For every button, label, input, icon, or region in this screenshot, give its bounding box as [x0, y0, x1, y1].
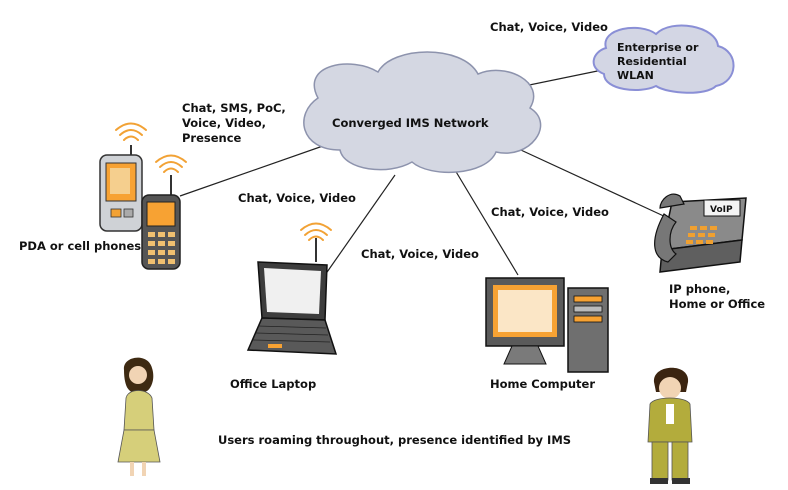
laptop-label: Office Laptop	[230, 377, 317, 391]
cellphone-signal-icon	[155, 154, 187, 173]
ip-phone-label: IP phone, Home or Office	[669, 282, 766, 311]
laptop-link-services-lower: Chat, Voice, Video	[361, 247, 479, 261]
wlan-cloud	[592, 24, 735, 94]
computer-icon	[485, 277, 609, 373]
ip-phone-icon: VoIP	[654, 193, 747, 273]
link-cloud-phones	[179, 139, 341, 197]
ip-phone-screen-label: VoIP	[710, 205, 733, 215]
person-right-icon	[647, 367, 693, 484]
ims-network-cloud	[303, 51, 542, 174]
computer-link-services: Chat, Voice, Video	[491, 205, 609, 219]
pda-signal-icon	[115, 122, 147, 141]
laptop-link-services-upper: Chat, Voice, Video	[238, 191, 356, 205]
wlan-link-services: Chat, Voice, Video	[490, 20, 608, 34]
phone-link-services: Chat, SMS, PoC, Voice, Video, Presence	[182, 101, 286, 145]
link-cloud-computer	[454, 169, 519, 276]
laptop-signal-icon	[300, 222, 332, 241]
computer-label: Home Computer	[490, 377, 596, 391]
cellphone-icon	[141, 175, 181, 270]
wlan-label: Enterprise or Residential WLAN	[617, 41, 699, 82]
laptop-icon	[246, 238, 338, 355]
person-left-icon	[117, 357, 161, 476]
pda-icon	[99, 145, 143, 232]
phones-label: PDA or cell phones	[19, 239, 142, 253]
link-cloud-laptop	[324, 174, 396, 276]
link-cloud-ip-phone	[509, 144, 669, 219]
caption-text: Users roaming throughout, presence ident…	[218, 433, 572, 447]
ims-network-label: Converged IMS Network	[332, 116, 489, 130]
